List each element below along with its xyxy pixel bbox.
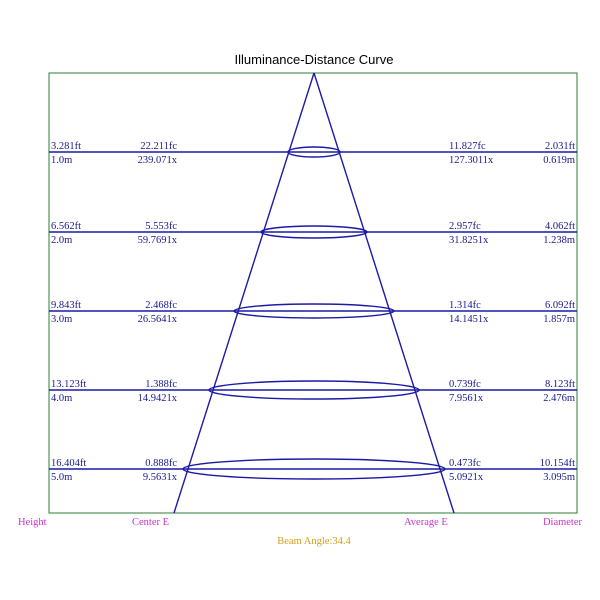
height-ft-label: 6.562ft (51, 221, 81, 232)
center-fc-label: 5.553fc (145, 221, 177, 232)
average-lx-label: 14.1451x (449, 314, 489, 325)
average-lx-label: 5.0921x (449, 472, 484, 483)
average-fc-label: 2.957fc (449, 221, 481, 232)
plot-frame (48, 72, 578, 514)
diameter-m-label: 1.857m (543, 314, 575, 325)
diameter-m-label: 3.095m (543, 472, 575, 483)
diagram-title: Illuminance-Distance Curve (235, 52, 394, 67)
height-m-label: 3.0m (51, 314, 72, 325)
center-fc-label: 2.468fc (145, 300, 177, 311)
beam-cone (173, 72, 455, 514)
center-fc-label: 1.388fc (145, 379, 177, 390)
height-ft-label: 16.404ft (51, 458, 86, 469)
diameter-ft-label: 4.062ft (545, 221, 575, 232)
cone-left-edge (173, 72, 315, 514)
distance-lines (49, 151, 577, 470)
diameter-ft-label: 2.031ft (545, 141, 575, 152)
height-m-label: 2.0m (51, 235, 72, 246)
beam-angle-label: Beam Angle:34.4 (277, 536, 351, 547)
beam-ellipse (182, 458, 446, 480)
height-ft-label: 13.123ft (51, 379, 86, 390)
average-fc-label: 11.827fc (449, 141, 486, 152)
center-fc-label: 22.211fc (140, 141, 177, 152)
beam-ellipse (233, 303, 395, 319)
footer-diameter-label: Diameter (543, 517, 583, 528)
average-fc-label: 0.473fc (449, 458, 481, 469)
row-labels: 3.281ft 1.0m 22.211fc 239.071x 11.827fc 127.3… (51, 141, 575, 483)
height-m-label: 4.0m (51, 393, 72, 404)
center-lx-label: 59.7691x (138, 235, 178, 246)
center-fc-label: 0.888fc (145, 458, 177, 469)
diameter-m-label: 0.619m (543, 155, 575, 166)
height-ft-label: 9.843ft (51, 300, 81, 311)
footer-average-label: Average E (404, 517, 448, 528)
diameter-ft-label: 10.154ft (540, 458, 575, 469)
beam-ellipse (287, 146, 341, 158)
diameter-m-label: 1.238m (543, 235, 575, 246)
average-fc-label: 1.314fc (449, 300, 481, 311)
height-m-label: 1.0m (51, 155, 72, 166)
center-lx-label: 239.071x (138, 155, 178, 166)
average-lx-label: 31.8251x (449, 235, 489, 246)
cone-right-edge (313, 72, 455, 514)
average-lx-label: 7.9561x (449, 393, 484, 404)
beam-ellipse (260, 225, 368, 239)
footer-center-label: Center E (132, 517, 169, 528)
height-m-label: 5.0m (51, 472, 72, 483)
center-lx-label: 9.5631x (143, 472, 178, 483)
center-lx-label: 14.9421x (138, 393, 178, 404)
diameter-ft-label: 6.092ft (545, 300, 575, 311)
diameter-ft-label: 8.123ft (545, 379, 575, 390)
diameter-m-label: 2.476m (543, 393, 575, 404)
average-fc-label: 0.739fc (449, 379, 481, 390)
average-lx-label: 127.3011x (449, 155, 494, 166)
height-ft-label: 3.281ft (51, 141, 81, 152)
footer-height-label: Height (18, 517, 47, 528)
beam-ellipse (208, 380, 420, 400)
center-lx-label: 26.5641x (138, 314, 178, 325)
